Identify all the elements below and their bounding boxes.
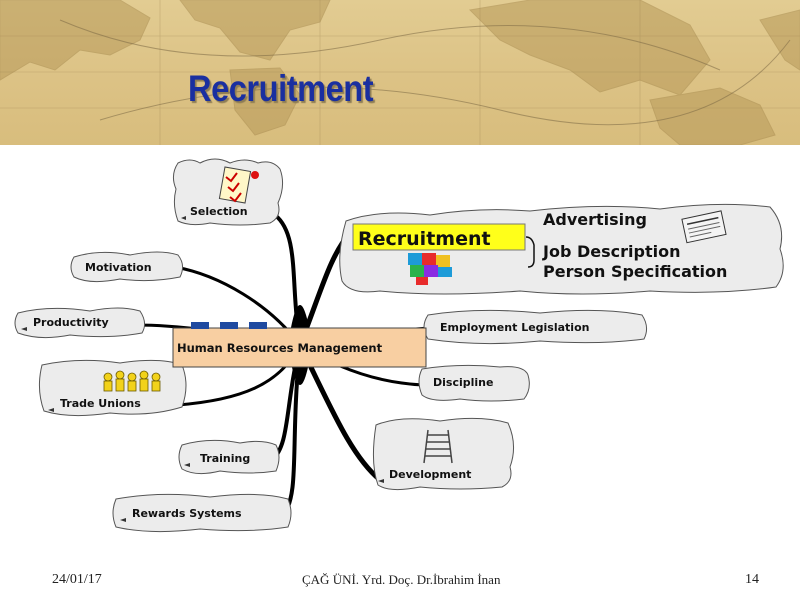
footer-date: 24/01/17: [52, 572, 102, 587]
label-person-specification: Person Specification: [543, 262, 727, 281]
node-training: Training: [178, 439, 280, 475]
label-advertising: Advertising: [543, 210, 647, 229]
hr-mindmap: Selection Motivation Productivity Trade …: [14, 158, 784, 533]
recruitment-highlight: [352, 223, 526, 251]
label-motivation: Motivation: [85, 261, 152, 274]
footer-page-number: 14: [745, 572, 759, 587]
footer-credit: ÇAĞ ÜNİ. Yrd. Doç. Dr.İbrahim İnan: [302, 572, 501, 587]
node-recruitment: Recruitment Advertising Job Description …: [339, 203, 784, 295]
label-productivity: Productivity: [33, 316, 109, 329]
people-group-icon: [103, 370, 161, 392]
label-trade-unions: Trade Unions: [60, 397, 141, 410]
world-map-background: [0, 0, 800, 145]
slide-header: Recruitment: [0, 0, 800, 145]
center-handle: [191, 322, 209, 329]
label-training: Training: [200, 452, 250, 465]
puzzle-icon: [408, 253, 452, 285]
label-selection: Selection: [190, 205, 248, 218]
label-development: Development: [389, 468, 471, 481]
node-employment-legislation: Employment Legislation: [423, 309, 648, 345]
slide-title: Recruitment: [188, 68, 374, 109]
node-trade-unions: Trade Unions: [38, 359, 187, 417]
newspaper-icon: [681, 210, 727, 244]
node-productivity: Productivity: [14, 307, 146, 339]
label-recruitment: Recruitment: [358, 228, 491, 250]
label-rewards-systems: Rewards Systems: [132, 507, 242, 520]
center-handle: [220, 322, 238, 329]
node-rewards-systems: Rewards Systems: [112, 493, 292, 533]
node-discipline: Discipline: [418, 364, 530, 402]
node-selection: Selection: [172, 158, 284, 226]
label-center: Human Resources Management: [177, 341, 383, 355]
ladder-icon: [423, 429, 453, 464]
checklist-icon: [218, 166, 259, 204]
node-center: Human Resources Management: [172, 322, 427, 368]
label-job-description: Job Description: [542, 242, 680, 261]
label-discipline: Discipline: [433, 376, 493, 389]
center-handle: [249, 322, 267, 329]
node-development: Development: [372, 417, 514, 491]
label-employment-legislation: Employment Legislation: [440, 321, 589, 334]
node-motivation: Motivation: [70, 251, 184, 283]
